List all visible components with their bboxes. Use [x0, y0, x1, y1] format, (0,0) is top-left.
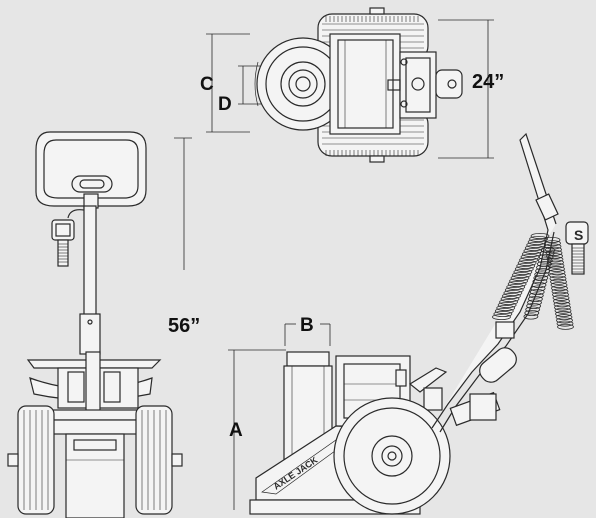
hose-coil-loop	[552, 291, 569, 298]
hose-coil-loop	[502, 292, 521, 299]
hose-coil-loop	[549, 272, 566, 279]
handle-badge-letter: S	[574, 227, 583, 243]
hose-coil-loop	[554, 304, 571, 311]
hose-coil-loop	[523, 313, 539, 320]
hose-coil-loop	[556, 317, 573, 324]
hose-coil-loop	[507, 280, 527, 287]
hose-coil-loop	[492, 313, 511, 320]
side-view: AXLE JACK S	[228, 132, 589, 515]
hose-coil-loop	[519, 256, 538, 263]
hose-coil-loop	[526, 241, 546, 248]
hose-coil-loop	[555, 314, 573, 321]
hose-coil-loop	[553, 298, 570, 305]
hose-coil-loop	[534, 271, 550, 278]
hose-coil-loop	[556, 320, 574, 327]
dimension-label-d: D	[218, 94, 232, 115]
hose-coil-loop	[525, 306, 541, 313]
hose-coil-loop	[513, 268, 533, 275]
hose-coil-loop	[497, 301, 517, 308]
hose-coil-loop	[529, 235, 548, 242]
hose-coil-loop	[533, 274, 549, 281]
hose-coil-loop	[499, 298, 518, 305]
hose-coil-loop	[538, 253, 554, 260]
hose-coil-loop	[553, 301, 571, 308]
hose-coil-loop	[500, 295, 520, 302]
hose-coil-loop	[550, 278, 567, 285]
hose-coil-loop	[523, 247, 543, 254]
hose-coil-loop	[551, 288, 569, 295]
hose-coil-loop	[544, 243, 562, 250]
hose-coil-loop	[503, 289, 523, 296]
hose-coil-loop	[526, 302, 541, 309]
hose-coil-loop	[552, 294, 570, 301]
hose-coil-loop	[551, 285, 568, 292]
hose-coil-loop	[543, 236, 561, 243]
hose-coil-loop	[549, 275, 567, 282]
hose-coil-loop	[494, 307, 514, 314]
hose-coil-loop	[509, 277, 528, 284]
dimension-label-height: 56”	[168, 315, 201, 337]
front-view	[7, 131, 192, 518]
hose-coil-loop	[529, 288, 545, 295]
hose-coil-loop	[547, 259, 564, 266]
hose-coil-loop	[532, 278, 548, 285]
top-view	[206, 7, 494, 163]
hose-coil-loop	[528, 295, 543, 302]
hose-coil-loop	[516, 262, 536, 269]
hose-coil-loop	[530, 285, 546, 292]
hose-coil-loop	[557, 323, 574, 330]
hose-coil-loop	[555, 310, 572, 317]
hose-coil-loop	[530, 232, 550, 239]
hose-coil-loop	[512, 271, 531, 278]
hose-coil-loop	[517, 259, 537, 266]
hose-coil-loop	[514, 265, 534, 272]
hose-coil-loop	[506, 283, 526, 290]
hose-coil-loop	[539, 250, 555, 257]
hose-coil-loop	[537, 257, 553, 264]
hose-coil-loop	[548, 269, 566, 276]
hose-coil-loop	[537, 260, 552, 267]
hose-coil-loop	[544, 240, 561, 247]
hose-coil-loop	[496, 304, 516, 311]
hose-coil-loop	[548, 265, 565, 272]
dimension-label-c: C	[200, 74, 214, 95]
hose-coil-loop	[536, 264, 551, 271]
hose-coil-loop	[493, 310, 513, 317]
hose-coil-loop	[535, 267, 550, 274]
hose-coil-loop	[528, 292, 544, 299]
hose-coil-loop	[510, 274, 530, 281]
dimension-label-a: A	[229, 420, 243, 441]
hose-coil-loop	[531, 281, 547, 288]
hose-coil-loop	[524, 309, 540, 316]
dimension-label-width: 24”	[472, 71, 505, 93]
hose-coil-loop	[550, 281, 568, 288]
hose-coil-loop	[504, 286, 524, 293]
hose-coil-loop	[554, 307, 572, 314]
hose-coil-loop	[540, 246, 556, 253]
hose-coil-loop	[527, 299, 542, 306]
dimension-label-b: B	[300, 315, 314, 336]
